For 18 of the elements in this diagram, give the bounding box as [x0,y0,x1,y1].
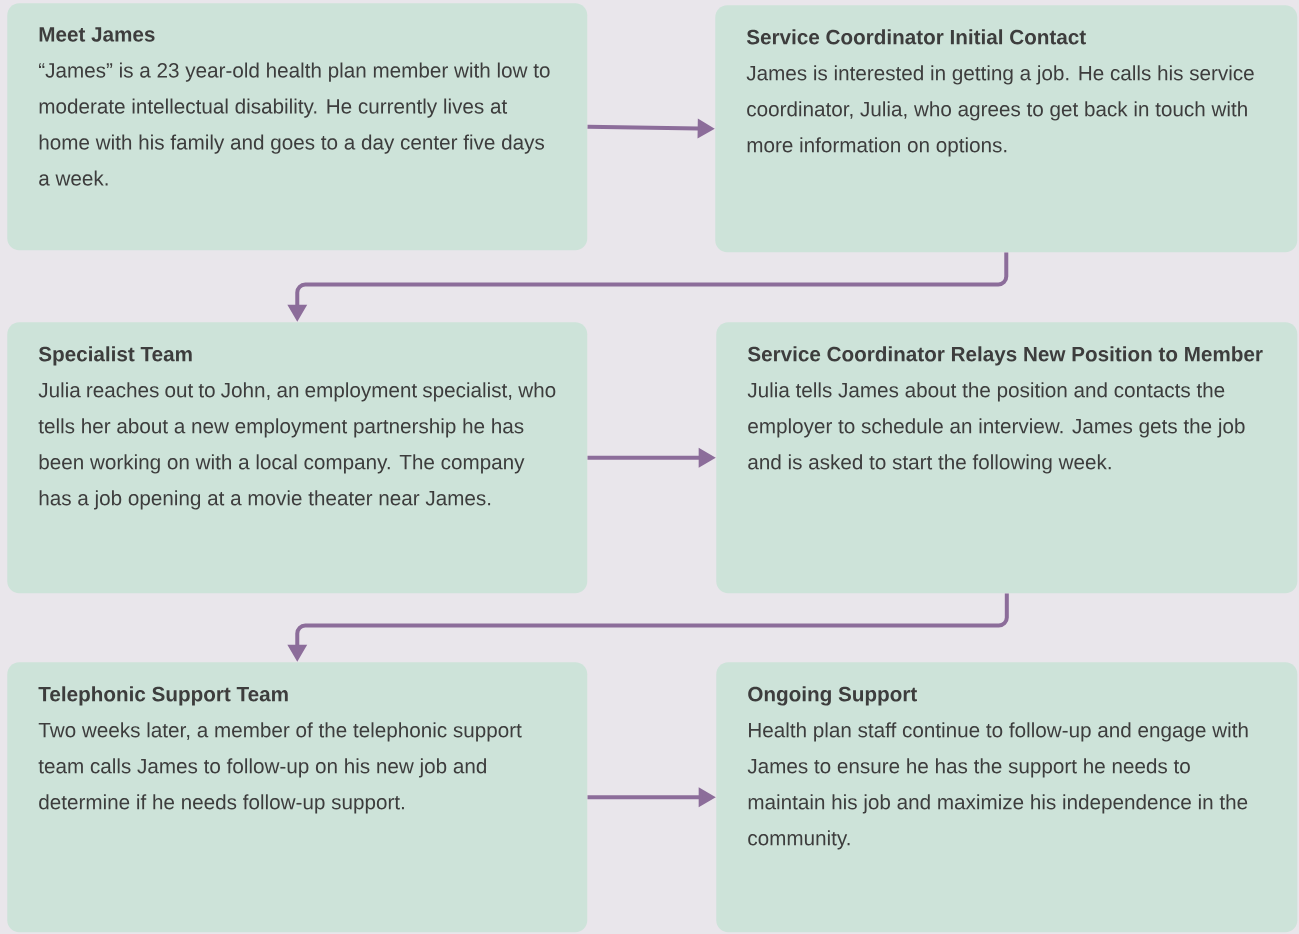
heading: Telephonic Support Team [38,686,288,706]
body-text: Julia reaches out to John, an employment specialist, who tells her about a new employment partnership he has been working on with a local company. The company has a job opening at a movie theater near James. [38,382,556,510]
process-box [7,662,588,933]
process-box [7,3,588,251]
body-text: Health plan staff continue to follow-up and engage with James to ensure he has the support he needs to maintain his job and maximize his independence in the community. [747,722,1248,850]
process-box [7,322,588,594]
heading: Service Coordinator Relays New Position to Member [747,346,1263,366]
process-box [716,662,1298,933]
heading: Ongoing Support [748,686,917,706]
body-text: James is interested in getting a job. He calls his service coordinator, Julia, who agrees to get back in touch with more information on options. [746,65,1254,157]
body-text: “James” is a 23 year-old health plan member with low to moderate intellectual disability. He currently lives at home with his family and goes to a day center five days a week. [39,62,550,186]
body-text: Two weeks later, a member of the telephonic support team calls James to follow-up on his new job and determine if he needs follow-up support. [38,722,522,814]
heading: Meet James [39,27,155,42]
heading: Specialist Team [38,346,192,366]
process-box [715,5,1298,253]
body-text: Julia tells James about the position and contacts the employer to schedule an interview. James gets the job and is asked to start the following week. [747,382,1245,474]
process-box [716,322,1298,594]
heading: Service Coordinator Initial Contact [746,29,1086,45]
